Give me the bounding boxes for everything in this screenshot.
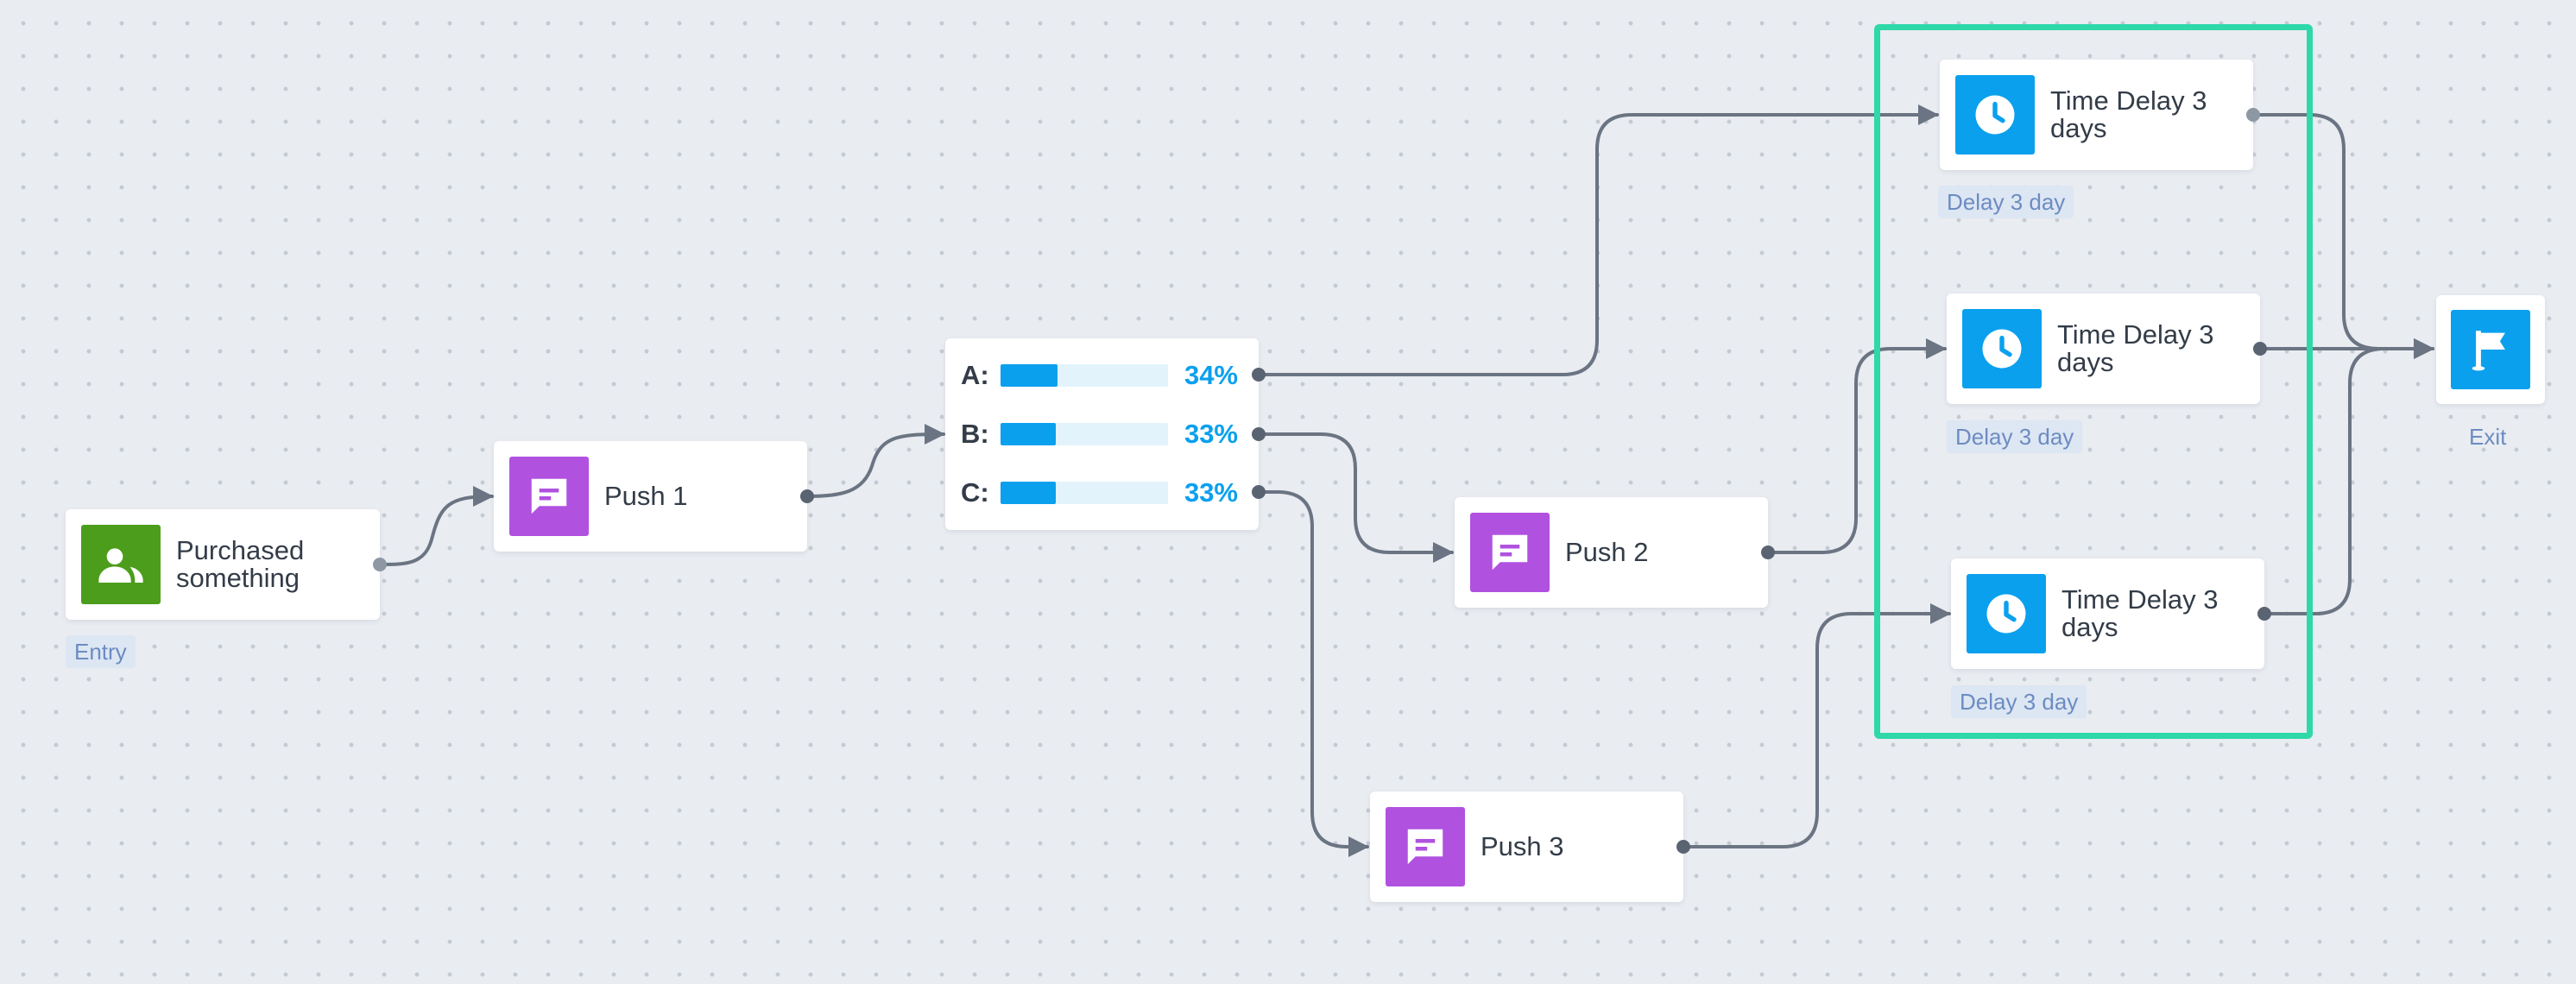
- split-branch-a-percent: 34%: [1184, 360, 1238, 390]
- split-branch-c-bar: [1001, 482, 1168, 504]
- delay3-node[interactable]: Time Delay 3 days: [1951, 558, 2264, 669]
- split-branch-a-key: A:: [961, 360, 989, 390]
- split-branch-b-percent: 33%: [1184, 419, 1238, 449]
- push2-output-port[interactable]: [1761, 546, 1775, 559]
- split-a-output-port[interactable]: [1252, 368, 1266, 382]
- push3-output-port[interactable]: [1676, 840, 1690, 854]
- push1-node-label: Push 1: [604, 481, 688, 511]
- push1-output-port[interactable]: [800, 489, 814, 503]
- delay2-node-label: Time Delay 3 days: [2057, 319, 2214, 377]
- delay1-output-port[interactable]: [2246, 108, 2260, 122]
- ab-split-node[interactable]: A: 34% B: 33% C: 33%: [945, 338, 1259, 530]
- split-branch-b: B: 33%: [945, 405, 1259, 464]
- delay3-tag: Delay 3 day: [1951, 685, 2087, 718]
- clock-icon: [1967, 574, 2046, 653]
- users-icon: [81, 525, 161, 604]
- delay2-output-port[interactable]: [2253, 342, 2267, 356]
- flag-icon: [2451, 310, 2530, 389]
- push3-node-label: Push 3: [1481, 831, 1564, 861]
- delay1-node[interactable]: Time Delay 3 days: [1940, 60, 2253, 170]
- connector-delay3-to-exit: [2263, 338, 2434, 615]
- split-branch-b-key: B:: [961, 419, 989, 449]
- split-branch-c: C: 33%: [945, 464, 1259, 522]
- exit-tag: Exit: [2469, 424, 2507, 450]
- push3-node[interactable]: Push 3: [1370, 792, 1683, 902]
- push2-node[interactable]: Push 2: [1455, 497, 1768, 608]
- push1-node[interactable]: Push 1: [494, 441, 807, 552]
- delay2-node[interactable]: Time Delay 3 days: [1947, 293, 2260, 404]
- message-icon: [1386, 807, 1465, 886]
- delay2-tag: Delay 3 day: [1947, 420, 2083, 453]
- connector-push2-to-delay2: [1766, 338, 1947, 554]
- delay1-node-label: Time Delay 3 days: [2050, 85, 2207, 143]
- delay3-output-port[interactable]: [2257, 607, 2271, 621]
- entry-node-label: Purchased something: [176, 535, 305, 593]
- split-branch-a-fill: [1001, 364, 1058, 387]
- delay1-tag: Delay 3 day: [1938, 186, 2074, 218]
- connector-entry-to-push1: [378, 486, 494, 566]
- connector-delay1-to-exit: [2251, 113, 2434, 359]
- connector-split-a-to-delay1: [1257, 104, 1939, 376]
- connector-push1-to-split: [805, 424, 945, 498]
- message-icon: [1470, 513, 1550, 592]
- delay3-node-label: Time Delay 3 days: [2061, 584, 2219, 642]
- split-branch-c-percent: 33%: [1184, 477, 1238, 508]
- split-branch-a-bar: [1001, 364, 1168, 387]
- clock-icon: [1955, 75, 2035, 155]
- split-b-output-port[interactable]: [1252, 427, 1266, 441]
- connector-split-c-to-push3: [1257, 490, 1369, 857]
- connector-split-b-to-push2: [1257, 432, 1454, 563]
- entry-output-port[interactable]: [373, 558, 387, 571]
- entry-node[interactable]: Purchased something: [66, 509, 380, 620]
- split-branch-b-bar: [1001, 423, 1168, 445]
- split-branch-a: A: 34%: [945, 346, 1259, 405]
- exit-node[interactable]: [2436, 295, 2545, 404]
- split-branch-c-key: C:: [961, 477, 989, 508]
- split-branch-c-fill: [1001, 482, 1057, 504]
- clock-icon: [1962, 309, 2042, 388]
- entry-tag: Entry: [66, 635, 136, 668]
- split-branch-b-fill: [1001, 423, 1057, 445]
- connector-push3-to-delay3: [1682, 603, 1951, 848]
- push2-node-label: Push 2: [1565, 537, 1649, 567]
- split-c-output-port[interactable]: [1252, 485, 1266, 499]
- message-icon: [509, 457, 589, 536]
